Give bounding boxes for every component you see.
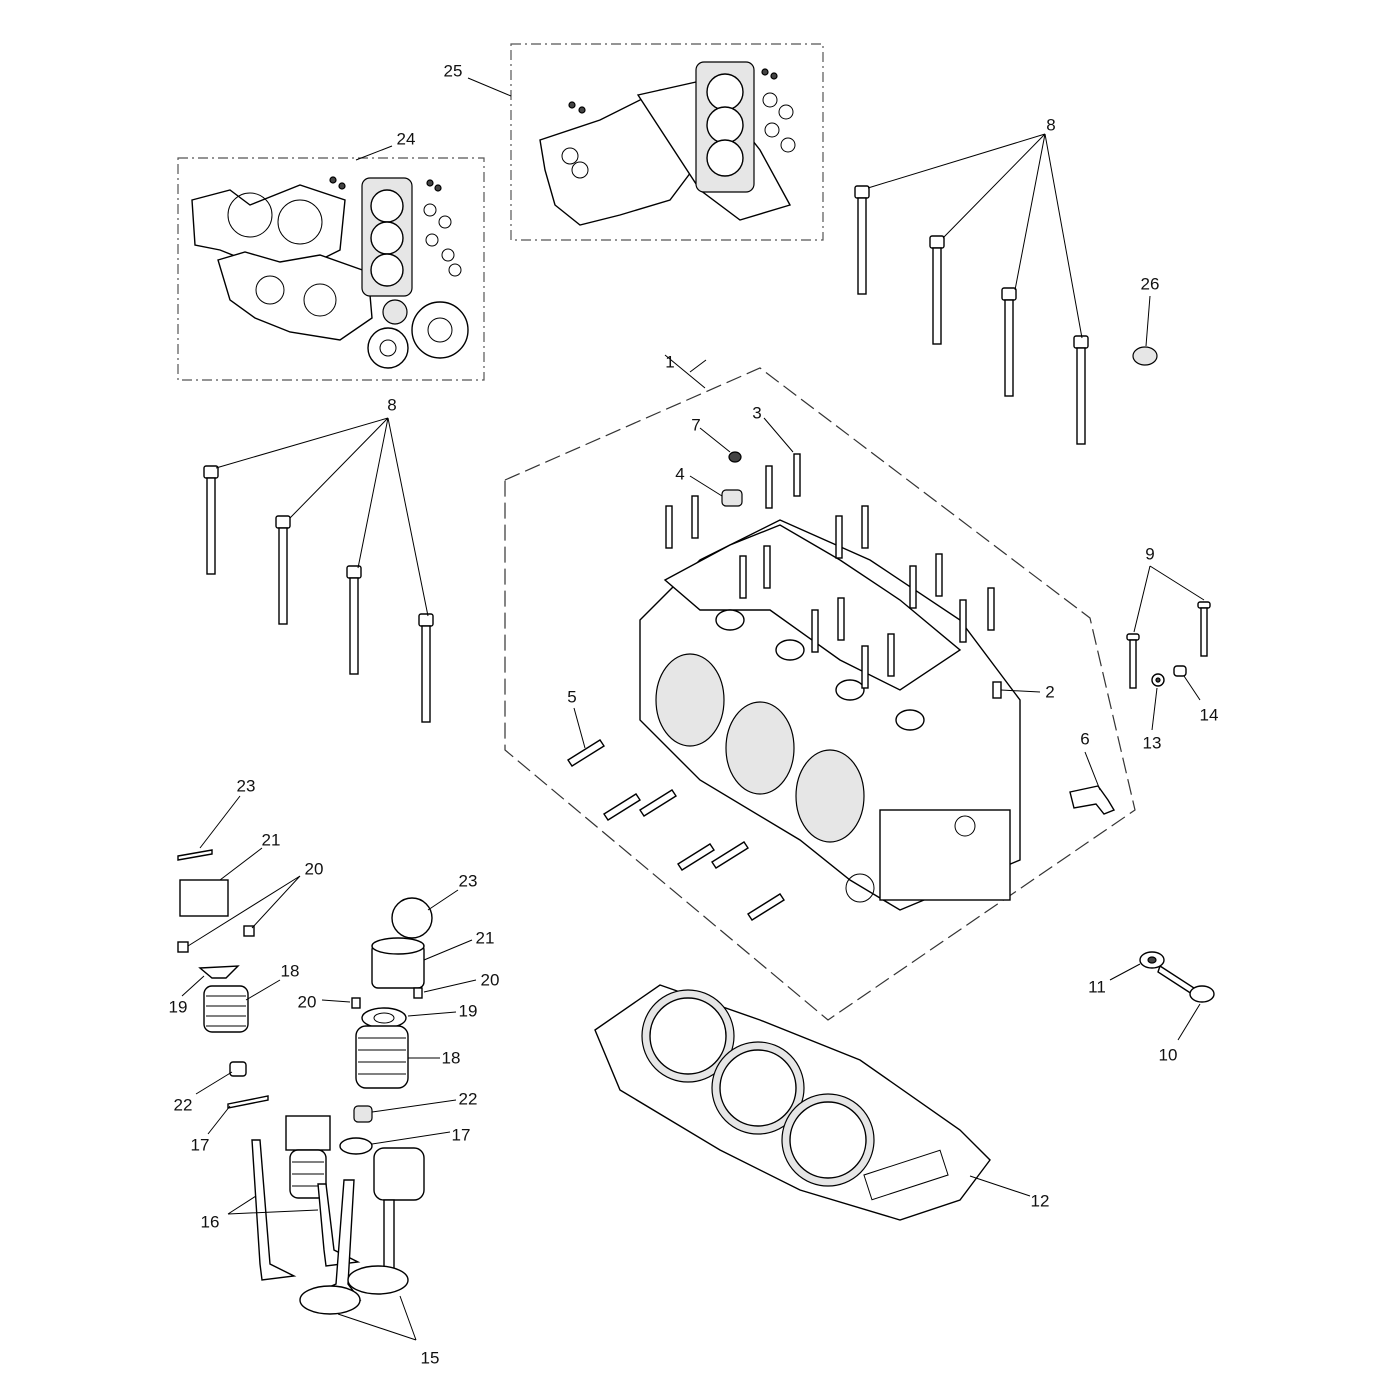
nut-7[interactable] [699,427,742,463]
callout-18-left: 18 [280,961,300,981]
callout-22-left: 22 [173,1095,193,1115]
callout-14: 14 [1199,705,1219,725]
callout-8-right: 8 [1046,115,1056,135]
exhaust-valves-16[interactable] [227,1139,361,1281]
valve-10[interactable] [1157,964,1215,1041]
callout-24: 24 [396,129,416,149]
seal-22-right[interactable] [353,1099,457,1123]
head-gasket-12[interactable] [594,984,1031,1221]
callout-5: 5 [567,687,577,707]
screws-9[interactable] [1126,565,1211,689]
callout-7: 7 [691,415,701,435]
stud-3[interactable] [763,417,794,453]
callout-16: 16 [200,1212,220,1232]
callout-6: 6 [1080,729,1090,749]
callout-12: 12 [1030,1191,1050,1211]
callout-21-left: 21 [261,830,281,850]
callout-26: 26 [1140,274,1160,294]
dowel-2[interactable] [992,681,1041,699]
callout-13: 13 [1142,733,1162,753]
gasket-kit-24[interactable] [177,157,485,381]
callout-20-right: 20 [480,970,500,990]
collets-20-left[interactable] [177,875,301,953]
washer-4[interactable] [689,475,743,507]
intake-valves-15[interactable] [299,1147,425,1341]
guide-assembly-16[interactable] [285,1115,331,1199]
callout-19-left: 19 [168,997,188,1017]
callout-23-right: 23 [458,871,478,891]
callout-25: 25 [443,61,463,81]
seat-17-left[interactable] [207,1095,269,1135]
callout-22-right: 22 [458,1089,478,1109]
studs-5[interactable] [567,707,785,921]
callout-18-right: 18 [441,1048,461,1068]
elbow-6[interactable] [1069,751,1116,815]
leader-24 [355,145,393,161]
callout-20-left: 20 [304,859,324,879]
bucket-21-right[interactable] [371,937,473,989]
shim-23-left[interactable] [177,795,241,861]
callout-9: 9 [1145,544,1155,564]
gasket-kit-25[interactable] [510,43,824,241]
screw-14[interactable] [1173,665,1201,701]
collets-20-right[interactable] [321,979,477,1009]
callout-4: 4 [675,464,685,484]
bucket-21-left[interactable] [179,847,263,917]
spring-18-left[interactable] [203,979,281,1033]
callout-17-left: 17 [190,1135,210,1155]
callout-19-right: 19 [458,1001,478,1021]
head-bolts-8-left[interactable] [203,417,434,723]
washer-13[interactable] [1151,673,1165,731]
callout-3: 3 [752,403,762,423]
seal-22-left[interactable] [195,1061,247,1095]
seat-17-right[interactable] [339,1131,451,1155]
callout-21-right: 21 [475,928,495,948]
callout-1: 1 [665,352,675,372]
washer-11[interactable] [1109,951,1165,981]
callout-10: 10 [1158,1045,1178,1065]
shim-23-right[interactable] [391,889,459,939]
callout-2: 2 [1045,682,1055,702]
spring-18-right[interactable] [355,1025,440,1089]
callout-20-mid: 20 [297,992,317,1012]
callout-8-left: 8 [387,395,397,415]
plug-26[interactable] [1132,295,1158,366]
retainer-19-left[interactable] [181,965,240,997]
callout-17-right: 17 [451,1125,471,1145]
callout-15: 15 [420,1348,440,1368]
leader-25 [467,77,512,97]
cylinder-head-assembly-1[interactable] [504,354,1136,1021]
retainer-19-right[interactable] [361,1007,457,1029]
head-bolts-8-right[interactable] [854,133,1089,445]
callout-23-left: 23 [236,776,256,796]
callout-11: 11 [1088,977,1106,997]
